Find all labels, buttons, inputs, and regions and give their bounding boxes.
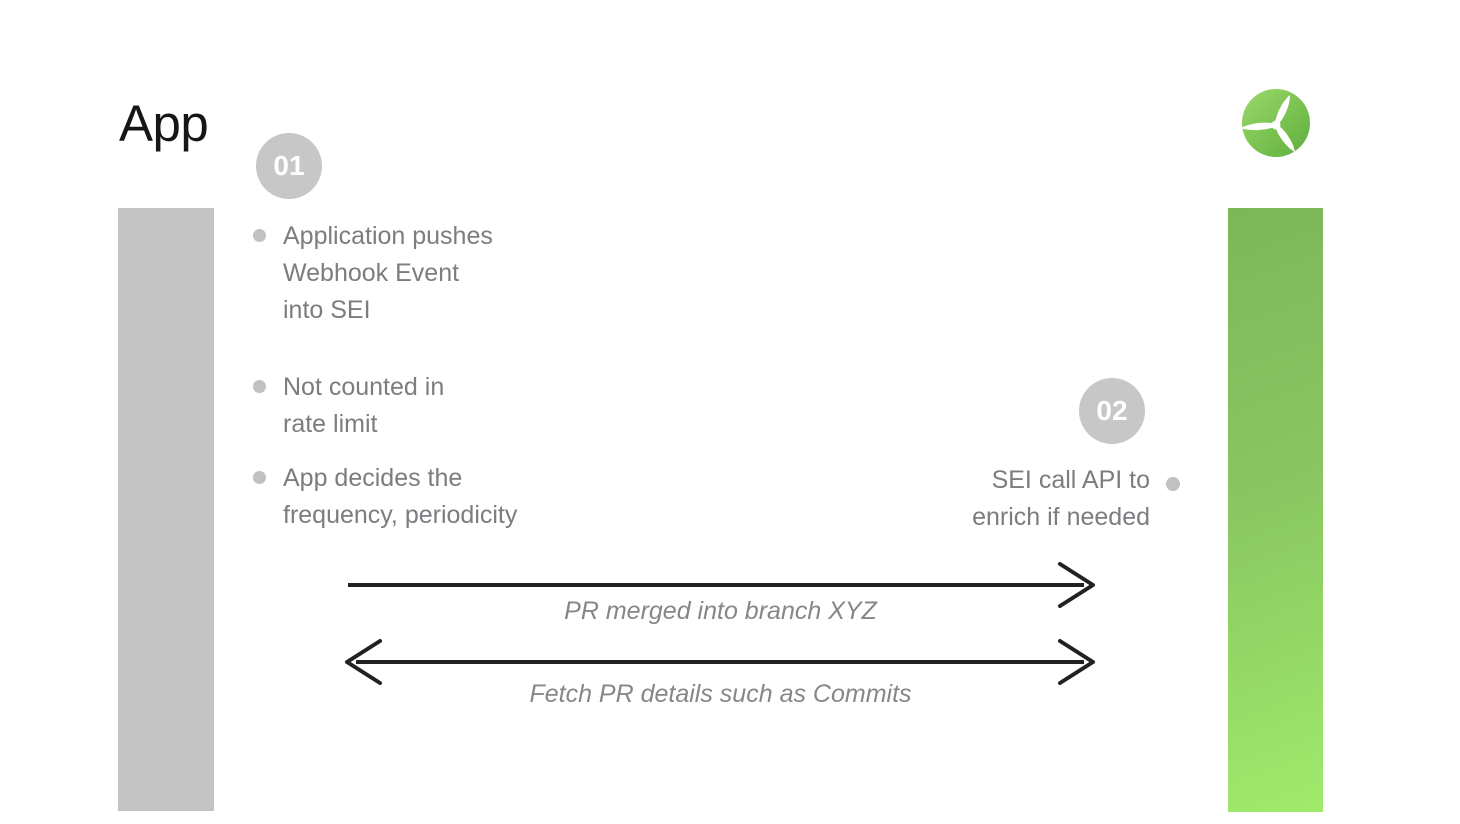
bullet-text: SEI call API to enrich if needed [972,466,1150,531]
bullet-text: Not counted in rate limit [283,373,445,438]
list-item: App decides the frequency, periodicity [253,460,517,534]
app-lane-bar [118,208,214,811]
bullet-dot-icon [253,229,266,242]
arrow-label: PR merged into branch XYZ [564,597,877,625]
bullet-dot-icon [253,380,266,393]
sei-lane-bar [1228,208,1323,812]
step-badge-01: 01 [256,133,322,199]
page-title: App [119,95,209,152]
arrow-right-icon [348,562,1095,608]
bullet-dot-icon [253,471,266,484]
list-item: Application pushes Webhook Event into SE… [253,218,493,329]
list-item: Not counted in rate limit [253,369,444,443]
bullet-text: Application pushes Webhook Event into SE… [283,222,493,324]
list-item: SEI call API to enrich if needed [972,462,1150,536]
arrow-both-icon [345,639,1095,685]
propeller-logo-icon [1242,89,1310,157]
bullet-text: App decides the frequency, periodicity [283,464,518,529]
arrow-label: Fetch PR details such as Commits [529,680,912,708]
step-badge-02: 02 [1079,378,1145,444]
bullet-dot-icon [1166,477,1180,491]
